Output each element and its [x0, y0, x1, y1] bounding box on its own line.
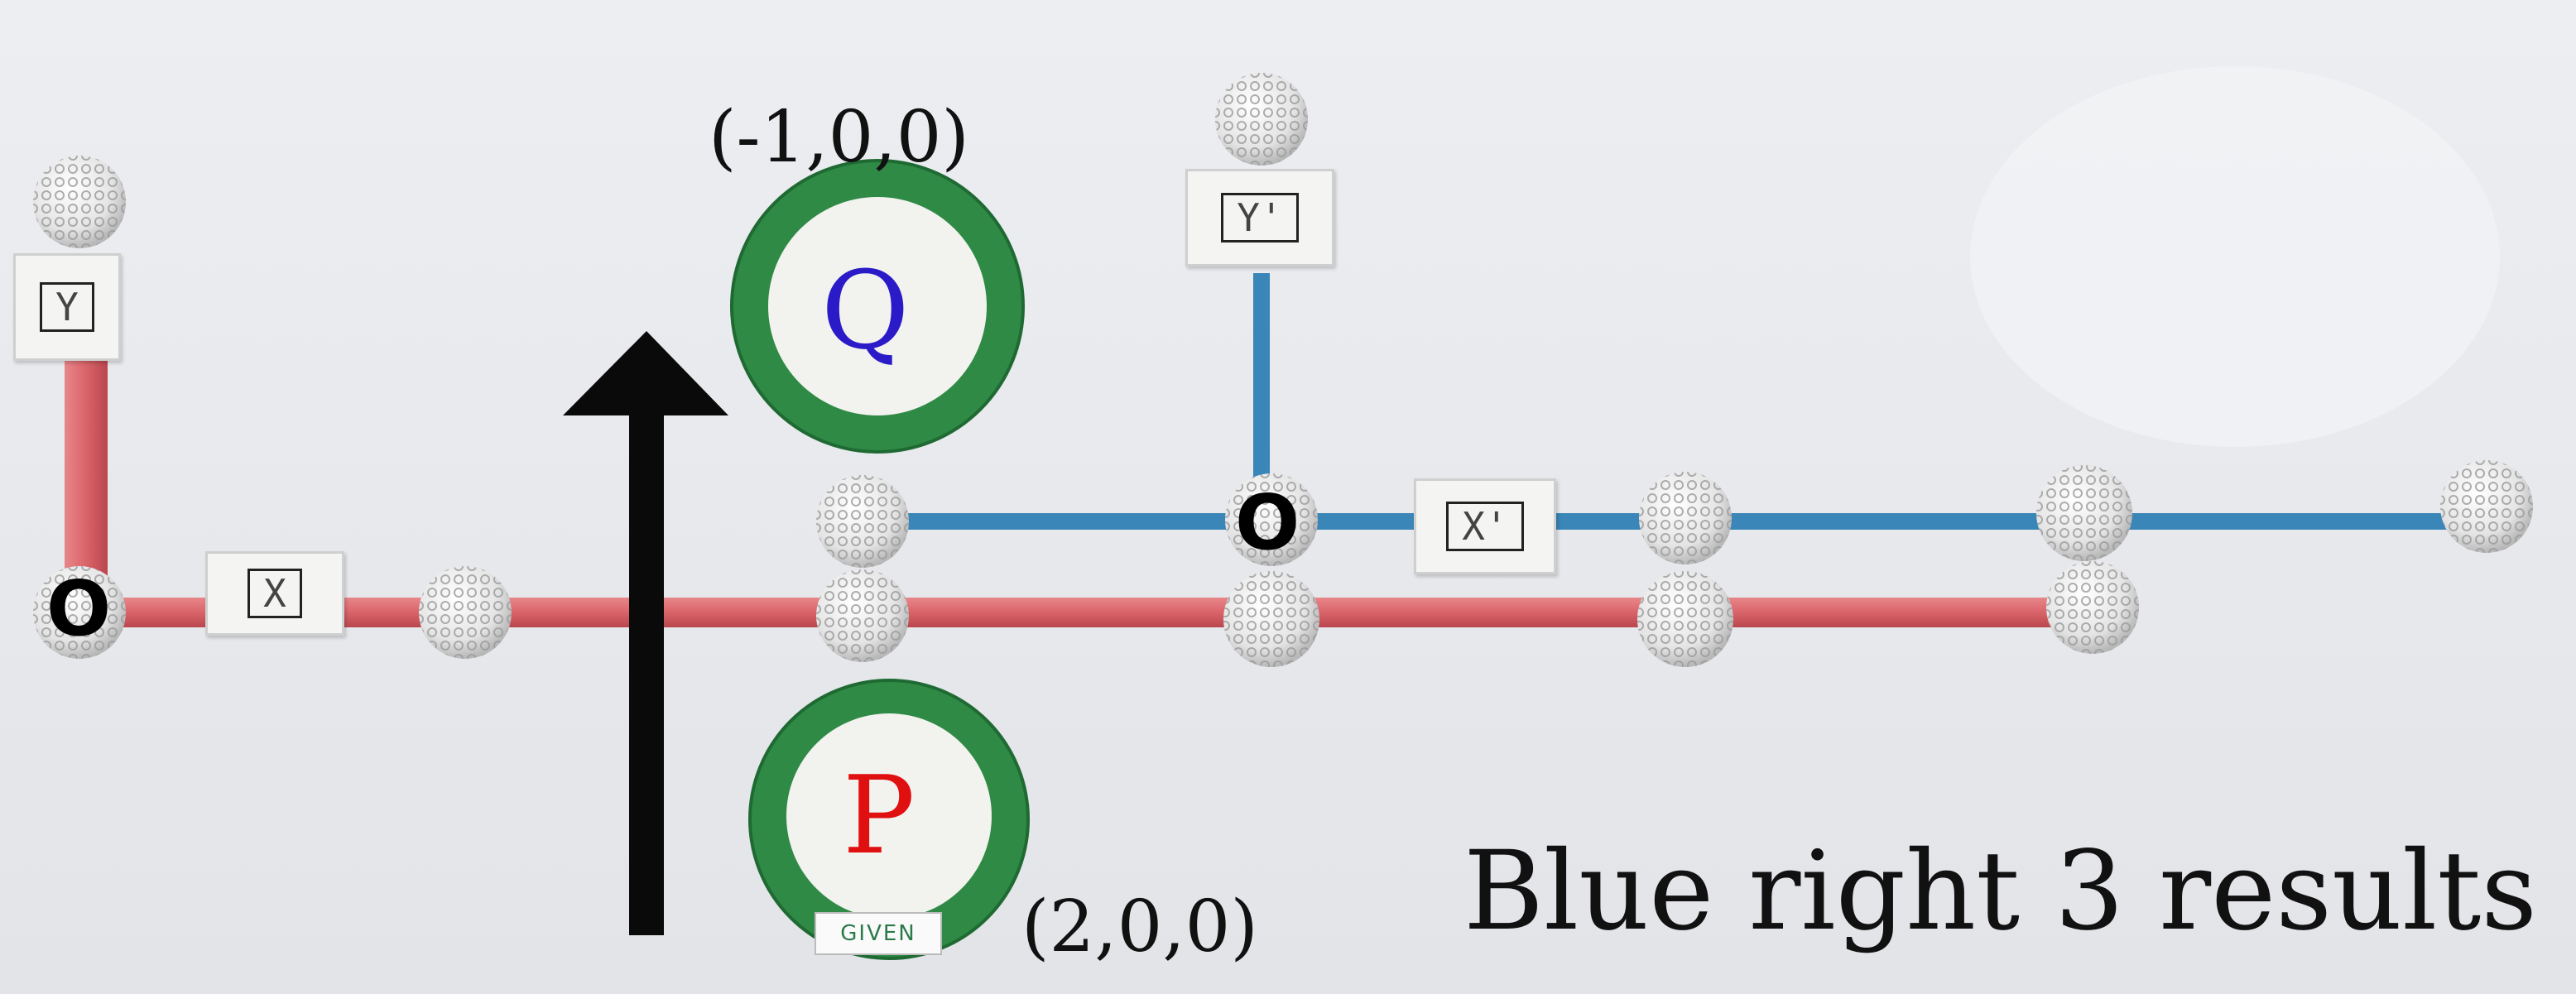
red-x-rod	[74, 598, 2103, 627]
q-coordinate: (-1,0,0)	[709, 96, 969, 179]
y-axis-label-card: Y	[13, 253, 121, 361]
y-prime-axis-label-card: Y'	[1185, 169, 1334, 267]
background-patch	[1970, 66, 2500, 447]
blue-origin-label: O	[1235, 478, 1300, 567]
ball-red-3	[1223, 571, 1319, 667]
y-axis-label: Y	[40, 281, 94, 333]
ball-blue-1	[1639, 472, 1732, 564]
p-letter: P	[843, 752, 916, 878]
ball-blue-left	[816, 475, 909, 568]
p-given-tag: GIVEN	[815, 912, 942, 955]
ball-red-y-top	[33, 156, 126, 248]
ball-red-5	[2046, 561, 2139, 654]
y-prime-axis-label: Y'	[1221, 192, 1299, 243]
up-arrow-icon	[563, 331, 728, 935]
x-axis-label: X	[248, 568, 302, 619]
x-prime-axis-label-card: X'	[1414, 478, 1556, 574]
red-y-rod	[65, 348, 108, 596]
ball-blue-2	[2036, 465, 2132, 561]
ball-blue-y-top	[1215, 73, 1308, 166]
ball-blue-origin	[1225, 473, 1318, 566]
blue-y-rod	[1253, 273, 1270, 521]
ball-red-2	[816, 569, 909, 662]
connector-balls	[33, 73, 2533, 667]
red-origin-label: O	[46, 564, 112, 653]
ball-red-1	[419, 566, 512, 659]
q-letter: Q	[821, 247, 910, 373]
x-prime-axis-label: X'	[1446, 501, 1524, 552]
ball-red-origin	[33, 566, 126, 659]
q-disc	[730, 159, 1025, 454]
x-axis-label-card: X	[205, 551, 344, 636]
ball-blue-3	[2440, 460, 2533, 553]
p-disc	[748, 679, 1030, 960]
caption-text: Blue right 3 results	[1463, 828, 2538, 955]
ball-red-4	[1637, 571, 1733, 667]
p-coordinate: (2,0,0)	[1021, 886, 1258, 968]
